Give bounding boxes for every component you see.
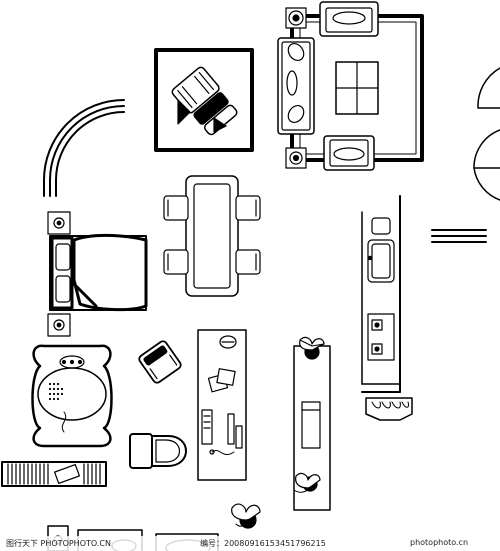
watermark-left: 图行天下 PHOTOPHOTO.CN bbox=[6, 539, 111, 548]
kitchen-sink bbox=[367, 217, 395, 283]
coat-rack bbox=[365, 397, 413, 421]
door-swing bbox=[473, 67, 500, 201]
stove bbox=[367, 313, 395, 361]
bath-drain-dots bbox=[48, 382, 64, 401]
side-table-lamp-top bbox=[285, 7, 307, 29]
window-lines bbox=[431, 229, 487, 243]
potted-plant-bottom bbox=[293, 472, 321, 493]
planter-bench bbox=[293, 336, 331, 511]
book-spines bbox=[7, 463, 101, 485]
watermark-right: photophoto.cn bbox=[410, 538, 469, 547]
coffee-table bbox=[335, 61, 379, 115]
watermark-center: 编号：20080916153451796215 bbox=[200, 539, 326, 548]
watermark-strip bbox=[4, 536, 496, 551]
desk-papers bbox=[207, 368, 236, 393]
dining-table bbox=[185, 175, 239, 297]
kitchen-counter bbox=[361, 195, 401, 393]
armchair bbox=[138, 340, 182, 384]
bookshelf bbox=[1, 461, 107, 487]
bath-tub bbox=[31, 344, 113, 448]
dining-chairs bbox=[163, 195, 261, 275]
office-desk bbox=[197, 329, 247, 481]
dining-set bbox=[163, 175, 261, 297]
desk-computer bbox=[201, 409, 243, 456]
long-sofa bbox=[277, 37, 315, 135]
armchair-top bbox=[319, 1, 379, 37]
curved-wall bbox=[43, 99, 125, 197]
armchair-bottom bbox=[323, 135, 375, 171]
lounge-chair bbox=[154, 48, 254, 152]
living-room-set bbox=[277, 1, 424, 171]
desk-lamp bbox=[219, 335, 237, 349]
toilet bbox=[129, 433, 187, 469]
side-table-lamp-bottom bbox=[285, 147, 307, 169]
potted-plant-top bbox=[299, 336, 325, 360]
potted-plant bbox=[231, 503, 261, 529]
bed-with-nightstands bbox=[47, 211, 148, 337]
